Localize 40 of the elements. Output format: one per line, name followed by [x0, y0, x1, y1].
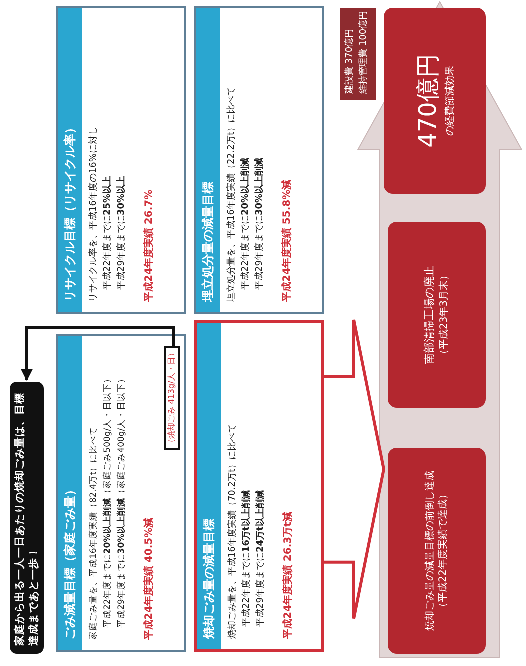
block-arrow	[322, 318, 386, 620]
box-text: 焼却ごみ量の減量目標の前倒し達成	[424, 471, 436, 631]
body-text: 平成29年度までに30%以上削減	[254, 158, 266, 290]
goal-panel	[194, 320, 324, 652]
panel-title: ごみ減量目標（家庭ごみ量）	[58, 336, 82, 650]
body-text: 平成22年度までに20%以上削減	[240, 158, 252, 290]
body-text: リサイクル率を、平成16年度の16%に対し	[88, 126, 100, 302]
body-text: 平成22年度までに25%以上	[102, 176, 114, 290]
box-text: （平成22年度実績で達成）	[437, 490, 450, 612]
result-text: 平成24年度実績 55.8%減	[282, 180, 294, 302]
box-text: の経費節減効果	[444, 66, 458, 136]
box-text: （平成23年3月末）	[438, 270, 451, 360]
result-box	[388, 448, 486, 654]
body-text: 平成22年度までに20%以上削減（家庭ごみ500g/人・日以下）	[102, 374, 114, 628]
box-text: 南部清掃工場の廃止	[422, 266, 437, 364]
body-text: 家庭ごみ量を、平成16年度実績（82.4万t）に比べて	[88, 426, 100, 640]
box-text: 470億円	[413, 54, 444, 148]
result-box	[388, 222, 486, 408]
body-text: 平成29年度までに24万t以上削減	[255, 490, 267, 627]
body-text: 焼却ごみ量を、平成16年度実績（70.2万t）に比べて	[227, 424, 239, 639]
result-box	[384, 8, 486, 194]
result-text: 平成24年度実績 40.5%減	[144, 518, 156, 640]
note-box: 家庭から出る一人一日あたりの焼却ごみ量は、目標達成まであと一歩！	[10, 382, 44, 654]
note-box: （焼却ごみ 413g/人・日）	[164, 346, 180, 450]
goal-panel	[56, 334, 186, 652]
result-text: 平成24年度実績 26.7%	[144, 190, 156, 302]
panel-title: リサイクル目標（リサイクル率）	[58, 8, 82, 312]
goal-panel	[194, 6, 324, 314]
body-text: 埋立処分量を、平成16年度実績（22.2万t）に比べて	[226, 86, 238, 302]
arrow	[21, 326, 176, 382]
panel-title: 埋立処分量の減量目標	[196, 8, 220, 312]
body-text: 平成29年度までに30%以上削減（家庭ごみ400g/人・日以下）	[116, 374, 128, 628]
body-text: 平成29年度までに30%以上	[116, 176, 128, 290]
body-text: 平成22年度までに16万t以上削減	[241, 490, 253, 627]
cost-text: 建設費 370億円	[344, 28, 356, 94]
result-text: 平成24年度実績 26.3万t減	[283, 512, 295, 639]
callout-box	[340, 8, 376, 100]
goal-panel	[56, 6, 186, 314]
panel-title: 焼却ごみ量の減量目標	[197, 323, 221, 649]
cost-text: 維持管理費 100億円	[358, 14, 370, 94]
